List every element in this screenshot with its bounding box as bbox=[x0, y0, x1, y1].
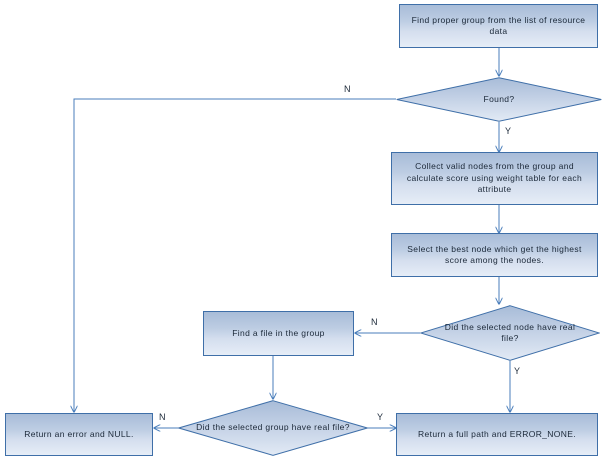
edge-label-found-no: N bbox=[344, 84, 351, 94]
diamond-shape bbox=[178, 400, 368, 456]
node-return-path[interactable]: Return a full path and ERROR_NONE. bbox=[396, 413, 598, 456]
node-return-path-label: Return a full path and ERROR_NONE. bbox=[418, 428, 576, 439]
node-node-has-real-file[interactable]: Did the selected node have real file? bbox=[420, 305, 600, 361]
node-collect-nodes[interactable]: Collect valid nodes from the group and c… bbox=[391, 152, 598, 205]
node-group-has-real-file[interactable]: Did the selected group have real file? bbox=[178, 400, 368, 456]
edge-label-group-file-yes: Y bbox=[377, 412, 384, 422]
node-collect-nodes-label: Collect valid nodes from the group and c… bbox=[406, 161, 583, 195]
edge-label-found-yes: Y bbox=[505, 126, 512, 136]
edge-label-group-file-no: N bbox=[159, 412, 166, 422]
edge-label-node-file-no: N bbox=[371, 317, 378, 327]
node-select-best-node-label: Select the best node which get the highe… bbox=[407, 243, 582, 266]
node-return-error[interactable]: Return an error and NULL. bbox=[5, 413, 153, 456]
node-find-file-in-group-label: Find a file in the group bbox=[232, 327, 325, 338]
node-find-group-label: Find proper group from the list of resou… bbox=[411, 14, 586, 37]
edge-label-node-file-yes: Y bbox=[514, 366, 521, 376]
diamond-shape bbox=[420, 305, 600, 361]
node-find-file-in-group[interactable]: Find a file in the group bbox=[203, 311, 354, 356]
node-found[interactable]: Found? bbox=[396, 77, 602, 122]
diamond-shape bbox=[396, 77, 602, 122]
node-group-has-real-file-label: Did the selected group have real file? bbox=[196, 422, 350, 433]
node-return-error-label: Return an error and NULL. bbox=[24, 428, 134, 439]
node-find-group[interactable]: Find proper group from the list of resou… bbox=[399, 4, 598, 48]
node-found-label: Found? bbox=[483, 93, 515, 104]
node-node-has-real-file-label: Did the selected node have real file? bbox=[444, 321, 576, 344]
node-select-best-node[interactable]: Select the best node which get the highe… bbox=[391, 233, 598, 277]
edge-found-no-to-return-error bbox=[74, 98, 396, 412]
